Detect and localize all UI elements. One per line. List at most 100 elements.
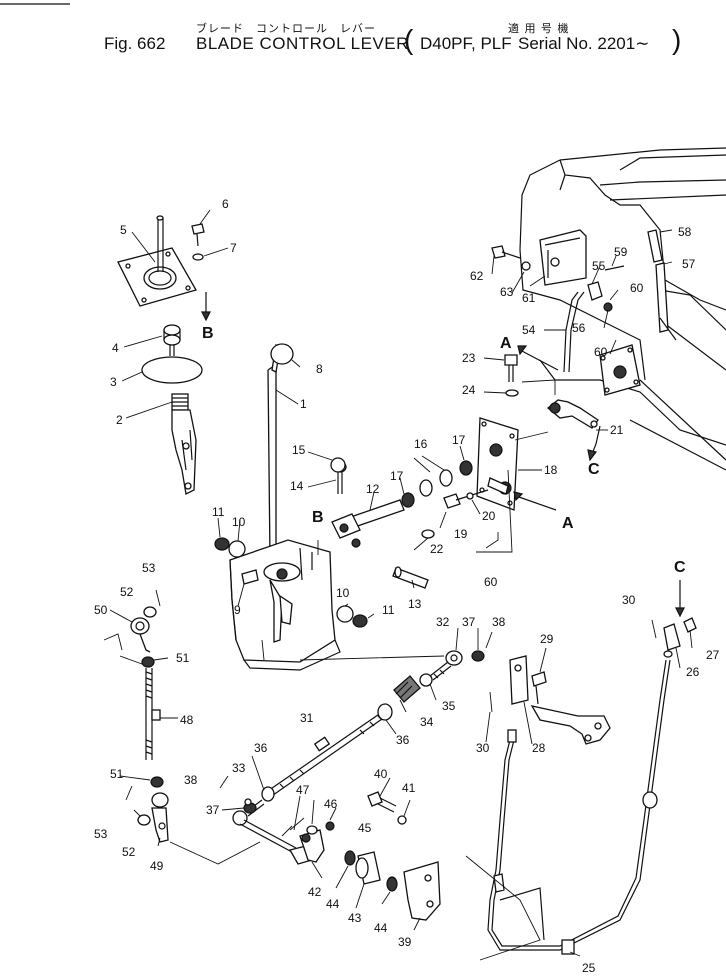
callout-51-upper: 51 bbox=[176, 651, 190, 665]
callout-52-lower: 52 bbox=[122, 845, 136, 859]
japanese-applicable-models: 適 用 号 機 bbox=[508, 22, 570, 35]
bracket-lower-right bbox=[530, 705, 611, 745]
callout-30-lower: 30 bbox=[476, 741, 490, 755]
nut-36-right bbox=[377, 703, 393, 721]
pin-53-upper bbox=[155, 589, 161, 607]
rod-upper bbox=[157, 218, 164, 272]
spring-2 bbox=[171, 393, 197, 495]
callout-6: 6 bbox=[222, 197, 229, 211]
nut-51-upper bbox=[141, 656, 155, 668]
bolt-19 bbox=[443, 493, 461, 509]
serial-label: Serial No. 2201∼ bbox=[518, 34, 650, 53]
bolt-6 bbox=[191, 223, 205, 235]
callout-17-left: 17 bbox=[390, 469, 404, 483]
callout-43: 43 bbox=[348, 911, 362, 925]
callout-11-upper: 11 bbox=[212, 505, 225, 519]
callout-63: 63 bbox=[500, 285, 514, 299]
callout-36-left: 36 bbox=[254, 741, 268, 755]
washer-46 bbox=[306, 825, 318, 835]
callout-62: 62 bbox=[470, 269, 484, 283]
callout-11-lower: 11 bbox=[382, 603, 395, 617]
callout-23: 23 bbox=[462, 351, 476, 365]
callout-35: 35 bbox=[442, 699, 456, 713]
bushing-4 bbox=[163, 324, 181, 356]
callout-54: 54 bbox=[522, 323, 536, 337]
callout-32: 32 bbox=[436, 615, 450, 629]
control-housing bbox=[229, 539, 341, 671]
callout-53-lower: 53 bbox=[94, 827, 108, 841]
rod-54 bbox=[563, 291, 579, 373]
callout-47: 47 bbox=[296, 783, 310, 797]
knob-8 bbox=[270, 343, 294, 365]
callout-31: 31 bbox=[300, 711, 314, 725]
callout-60-mid: 60 bbox=[594, 345, 608, 359]
callout-51-lower: 51 bbox=[110, 767, 124, 781]
callout-50: 50 bbox=[94, 603, 108, 617]
callout-33: 33 bbox=[232, 761, 246, 775]
callout-17-right: 17 bbox=[452, 433, 466, 447]
callout-48: 48 bbox=[180, 713, 194, 727]
pin-38-right bbox=[485, 631, 493, 649]
callout-37-left: 37 bbox=[206, 803, 220, 817]
bolt-23 bbox=[504, 354, 519, 397]
callout-10-upper: 10 bbox=[232, 515, 246, 529]
figure-number: Fig. 662 bbox=[104, 34, 166, 53]
callout-12: 12 bbox=[366, 482, 380, 496]
callout-20: 20 bbox=[482, 509, 496, 523]
callout-40: 40 bbox=[374, 767, 388, 781]
lever-21 bbox=[546, 399, 599, 429]
plate-5 bbox=[117, 247, 197, 307]
callout-59: 59 bbox=[614, 245, 628, 259]
turnbuckle-34 bbox=[393, 675, 421, 703]
callout-55: 55 bbox=[592, 259, 606, 273]
nut-37-right bbox=[471, 650, 485, 662]
callout-52-upper: 52 bbox=[120, 585, 134, 599]
bracket-61 bbox=[539, 229, 587, 286]
callout-15: 15 bbox=[292, 443, 306, 457]
leader-lines bbox=[109, 209, 693, 957]
callout-60-upper: 60 bbox=[630, 281, 644, 295]
mount-plate-right bbox=[599, 344, 641, 396]
callout-22: 22 bbox=[430, 542, 444, 556]
callout-38-right: 38 bbox=[492, 615, 506, 629]
bolt-62 bbox=[491, 245, 531, 271]
callout-53-upper: 53 bbox=[142, 561, 156, 575]
rod-end-50 bbox=[103, 617, 151, 653]
ring-15 bbox=[330, 457, 346, 473]
callout-28: 28 bbox=[532, 741, 546, 755]
callout-18: 18 bbox=[544, 463, 558, 477]
callout-44-left: 44 bbox=[326, 897, 340, 911]
callout-37-right: 37 bbox=[462, 615, 476, 629]
clip-28 bbox=[509, 655, 529, 705]
nut-44-right bbox=[386, 876, 398, 892]
ref-A-upper: A bbox=[500, 335, 512, 352]
ref-C-upper: C bbox=[588, 461, 600, 478]
paren-open: ( bbox=[404, 24, 414, 55]
bolt-40 bbox=[367, 791, 383, 807]
callout-49: 49 bbox=[150, 859, 164, 873]
bolt-27 bbox=[683, 617, 697, 633]
japanese-title: ブレード コントロール レバー bbox=[196, 22, 376, 35]
nut-44-left bbox=[344, 850, 356, 866]
ref-B-upper: B bbox=[202, 325, 214, 342]
cable-25 bbox=[487, 659, 671, 955]
fitting-9 bbox=[241, 569, 259, 585]
nut-11-lower bbox=[352, 614, 368, 628]
bushings-16-17 bbox=[401, 460, 473, 508]
boot-3 bbox=[141, 356, 203, 384]
pin-47 bbox=[281, 825, 293, 837]
chassis-frame bbox=[519, 147, 726, 471]
callout-57: 57 bbox=[682, 257, 696, 271]
paren-close: ) bbox=[672, 24, 682, 55]
callout-5: 5 bbox=[120, 223, 127, 237]
clevis-55 bbox=[587, 229, 677, 341]
ref-B-lower: B bbox=[312, 509, 324, 526]
rod-end-33 bbox=[232, 799, 265, 826]
callout-36-right: 36 bbox=[396, 733, 410, 747]
pin-30-upper bbox=[651, 619, 657, 639]
callout-25: 25 bbox=[582, 961, 596, 975]
callout-30-upper: 30 bbox=[622, 593, 636, 607]
lever-1 bbox=[267, 343, 281, 561]
callout-27: 27 bbox=[706, 648, 720, 662]
